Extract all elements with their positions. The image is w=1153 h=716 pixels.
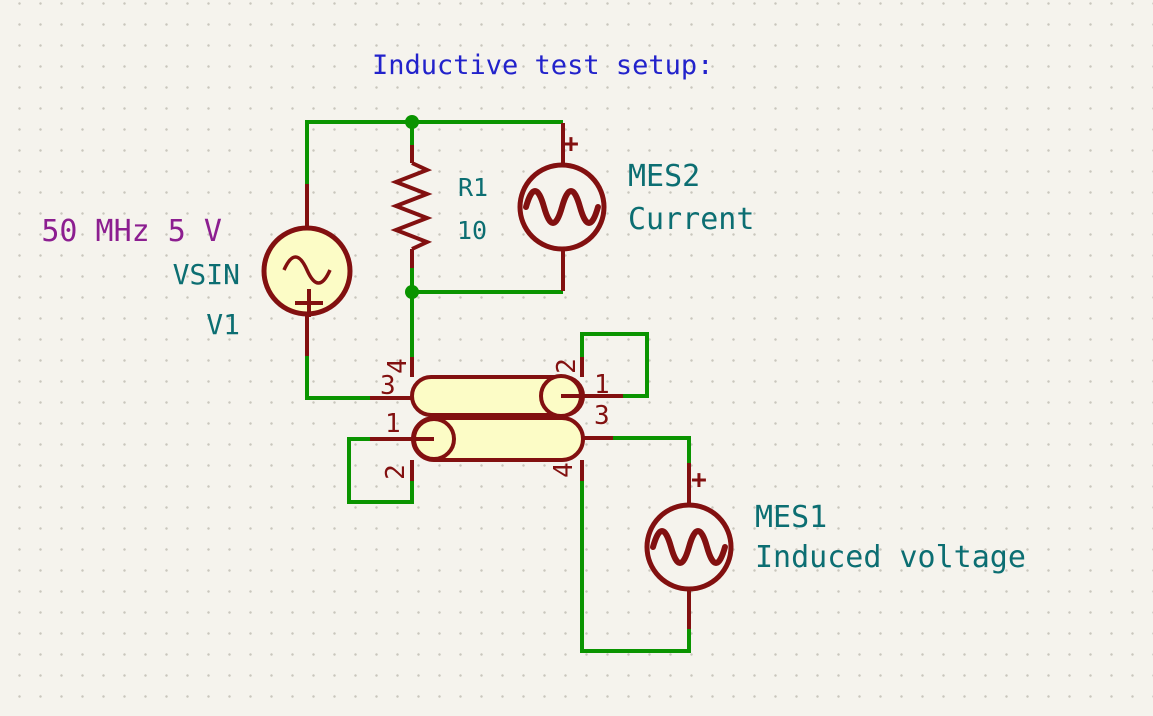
mes1-plus-marker: +: [691, 465, 707, 495]
mes2-plus-marker: +: [563, 129, 579, 159]
junction-dot[interactable]: [405, 285, 419, 299]
junction-dot[interactable]: [405, 115, 419, 129]
mes1-reference-label[interactable]: MES1: [755, 500, 827, 535]
pin-number-top-3: 3: [380, 371, 396, 401]
pin-number-bottom-3: 3: [594, 401, 610, 431]
component-mes1-voltage-probe[interactable]: + MES1 Induced voltage: [644, 463, 1026, 629]
component-coupled-lines[interactable]: 3 4 1 2 1 2 3 4: [370, 357, 623, 481]
wire-bottom-loop-pin1-pin2[interactable]: [347, 437, 414, 504]
double-sine-wave-icon: [523, 188, 601, 226]
r1-value-label[interactable]: 10: [457, 216, 487, 245]
sine-wave-icon: [282, 255, 332, 285]
v1-params-label[interactable]: 50 MHz 5 V: [41, 214, 222, 249]
mes2-value-label[interactable]: Current: [628, 202, 754, 237]
wire-mes1-bottom-to-pin4[interactable]: [580, 480, 691, 653]
mes1-value-label[interactable]: Induced voltage: [755, 540, 1026, 575]
r1-zigzag: [390, 161, 433, 251]
wires: [305, 115, 691, 653]
pin-number-top-4: 4: [383, 358, 413, 374]
pin-number-bottom-2: 2: [381, 464, 411, 480]
pin-number-top-1: 1: [594, 370, 610, 400]
wire-v1-top-rail[interactable]: [305, 120, 563, 185]
wire-top-loop-pin1-pin2[interactable]: [580, 332, 649, 398]
schematic-title-note[interactable]: Inductive test setup:: [372, 50, 713, 81]
r1-reference-label[interactable]: R1: [458, 173, 488, 202]
pin-number-bottom-4: 4: [549, 462, 579, 478]
wire-pin3-to-mes1-top[interactable]: [612, 436, 691, 464]
component-r1-resistor[interactable]: R1 10: [390, 145, 488, 268]
wire-mid-rail-and-pin4[interactable]: [410, 290, 563, 358]
pin-number-top-2: 2: [552, 358, 582, 374]
pin-number-bottom-1: 1: [385, 409, 401, 439]
component-mes2-current-probe[interactable]: + MES2 Current: [517, 123, 754, 291]
double-sine-wave-icon: [650, 528, 728, 566]
wire-v1-bottom-to-pin3[interactable]: [305, 354, 371, 400]
plus-marker-icon: [295, 289, 323, 317]
component-v1-vsin[interactable]: 50 MHz 5 V VSIN V1: [41, 184, 353, 356]
v1-value-label[interactable]: VSIN: [173, 258, 240, 291]
v1-reference-label[interactable]: V1: [206, 308, 240, 341]
mes2-reference-label[interactable]: MES2: [628, 159, 700, 194]
